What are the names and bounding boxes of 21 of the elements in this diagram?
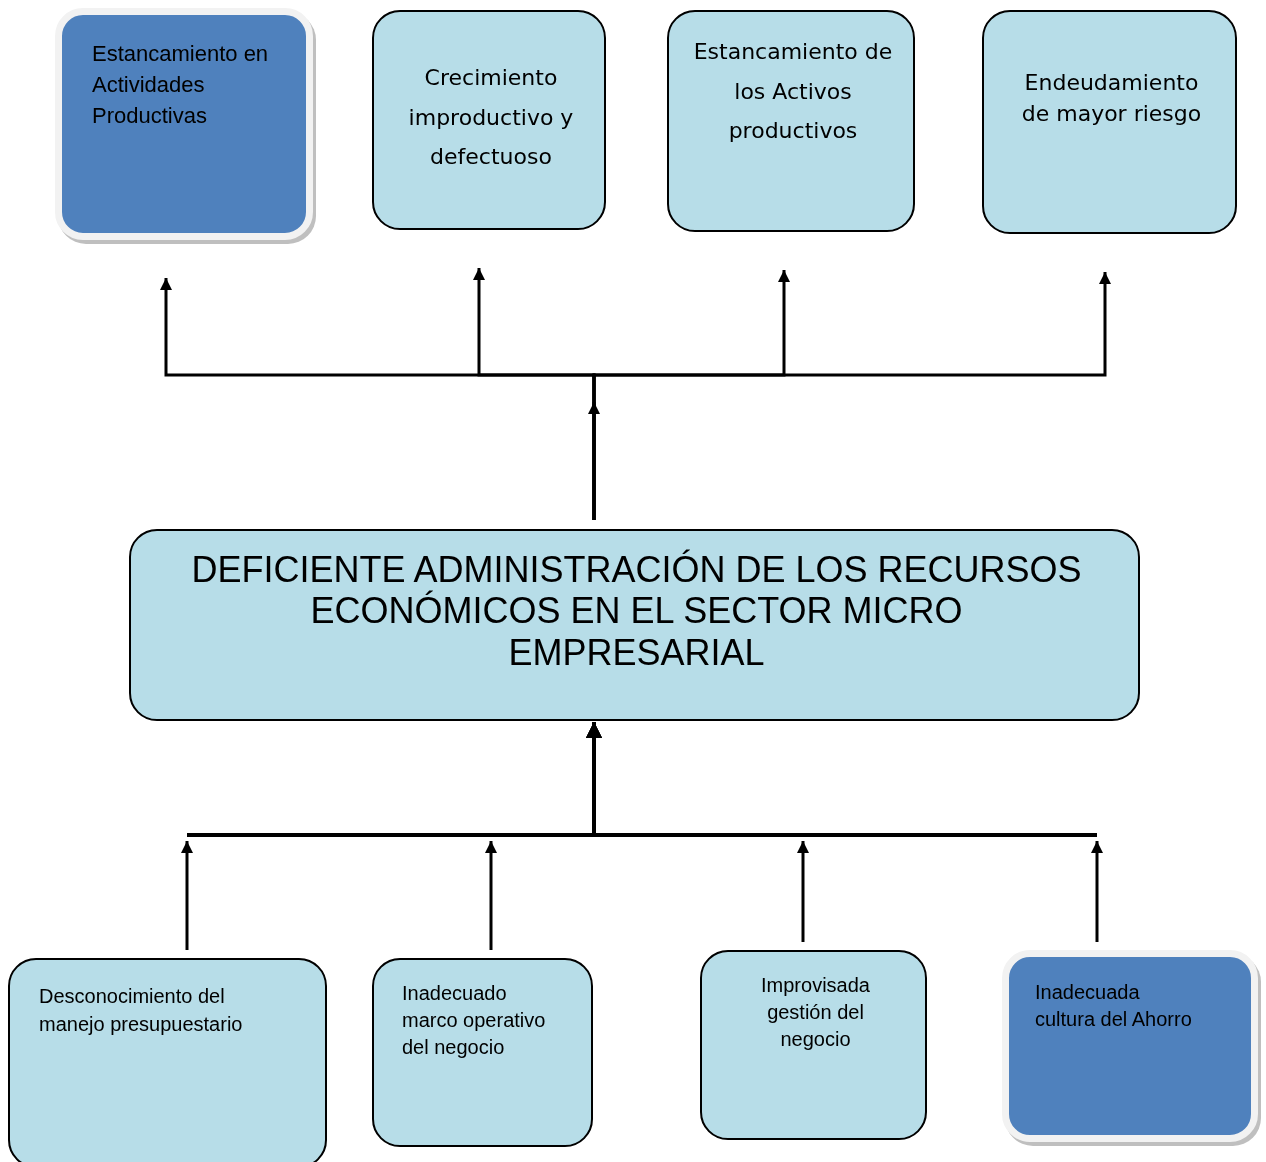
process-box [982, 10, 1237, 234]
arrow [797, 841, 809, 942]
process-box [372, 958, 593, 1147]
arrow [181, 841, 193, 950]
arrow [1091, 841, 1103, 942]
box-text: DEFICIENTE ADMINISTRACIÓN DE LOS RECURSOS ECONÓMICOS EN EL SECTOR MICRO EMPRESARIAL [190, 549, 1083, 674]
process-box [700, 950, 927, 1140]
box-text: Estancamiento en Actividades Productivas [92, 40, 270, 130]
arrow [588, 402, 600, 520]
box-text: Inadecuada cultura del Ahorro [1035, 980, 1193, 1032]
process-box [667, 10, 915, 232]
box-text: Crecimiento improductivo y defectuoso [407, 64, 575, 172]
process-box [372, 10, 606, 230]
box-text: Endeudamiento de mayor riesgo [1020, 69, 1203, 128]
process-box [8, 958, 327, 1162]
box-text: Desconocimiento del manejo presupuestario [39, 984, 244, 1037]
box-text: Inadecuado marco operativo del negocio [402, 981, 547, 1060]
arrow [485, 841, 497, 950]
box-text: Improvisada gestión del negocio [760, 973, 871, 1052]
box-text: Estancamiento de los Activos productivos [693, 38, 893, 146]
problem-box [129, 529, 1140, 721]
